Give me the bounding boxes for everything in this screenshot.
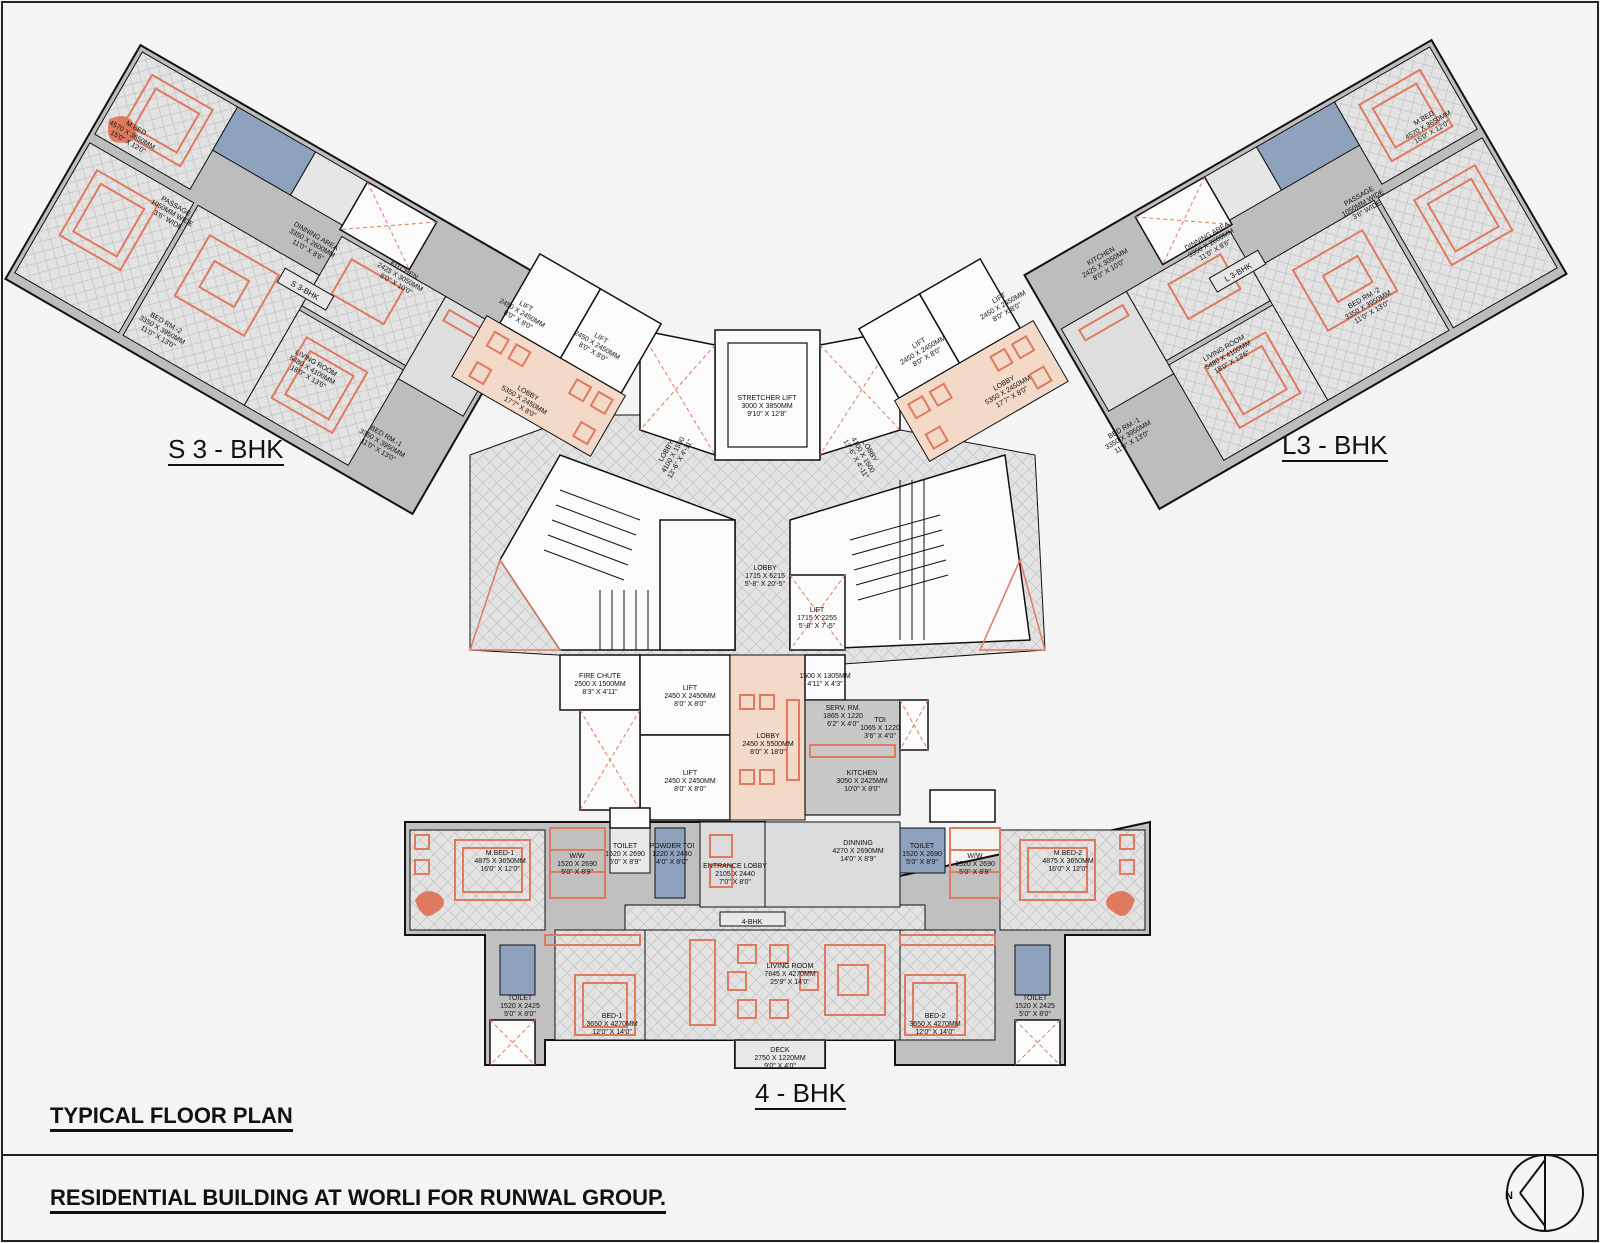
s3-lift-lobby: [451, 252, 663, 457]
s3-bhk-wing: [4, 43, 549, 516]
l3-bhk-label: L3 - BHK: [1282, 430, 1388, 462]
north-arrow: N: [1505, 1154, 1584, 1232]
north-label: N: [1505, 1190, 1513, 1202]
central-core: [468, 329, 1046, 669]
plan-title: TYPICAL FLOOR PLAN: [50, 1103, 293, 1132]
four-tag-text: 4-BHK: [742, 919, 763, 926]
project-title: RESIDENTIAL BUILDING AT WORLI FOR RUNWAL…: [50, 1185, 666, 1214]
l3-bhk-wing: [1023, 38, 1568, 511]
four-bhk-label: 4 - BHK: [755, 1078, 847, 1110]
s3-bhk-label: S 3 - BHK: [168, 434, 284, 466]
l3-lift-lobby: [857, 257, 1069, 462]
four-bhk-unit: [404, 654, 1151, 1069]
